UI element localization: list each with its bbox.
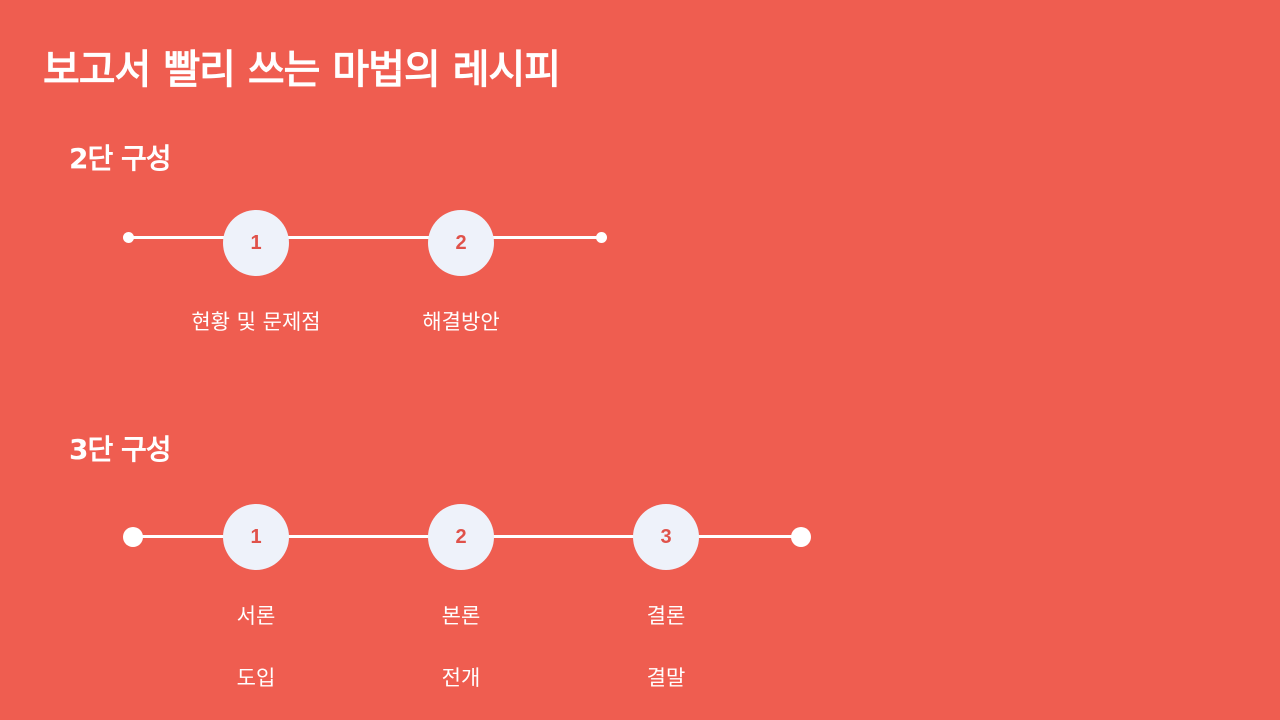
three-part-step-3-sublabel: 결말: [646, 666, 686, 690]
three-part-start-dot: [123, 527, 143, 547]
page-title: 보고서 빨리 쓰는 마법의 레시피: [43, 47, 561, 93]
three-part-step-1-circle: 1: [223, 504, 289, 570]
three-part-step-1-label: 서론: [236, 604, 276, 628]
two-part-end-dot: [596, 232, 607, 243]
two-part-start-dot: [123, 232, 134, 243]
three-part-step-2-sublabel: 전개: [441, 666, 481, 690]
two-part-step-2-circle: 2: [428, 210, 494, 276]
three-part-step-3-circle: 3: [633, 504, 699, 570]
three-part-step-2-label: 본론: [441, 604, 481, 628]
three-part-heading: 3단 구성: [69, 433, 172, 466]
three-part-step-1-sublabel: 도입: [236, 666, 276, 690]
two-part-step-1-label: 현황 및 문제점: [191, 310, 321, 334]
three-part-end-dot: [791, 527, 811, 547]
two-part-line: [129, 236, 601, 239]
three-part-step-2-circle: 2: [428, 504, 494, 570]
two-part-step-1-circle: 1: [223, 210, 289, 276]
three-part-step-3-label: 결론: [646, 604, 686, 628]
two-part-step-2-label: 해결방안: [422, 310, 500, 334]
two-part-heading: 2단 구성: [69, 142, 172, 175]
